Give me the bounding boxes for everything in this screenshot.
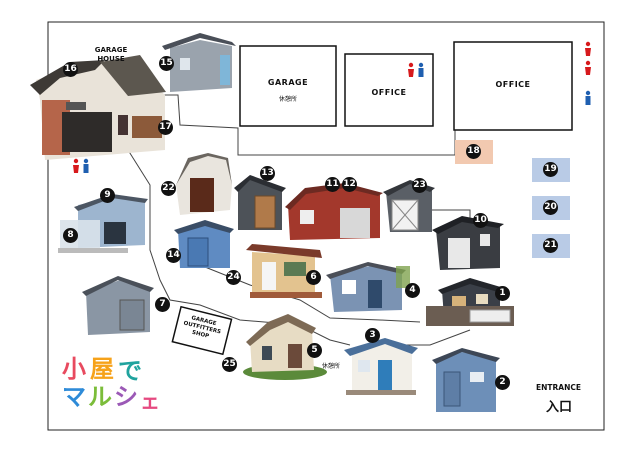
- garage-building[interactable]: [239, 45, 337, 127]
- marker-22[interactable]: 22: [161, 181, 176, 196]
- garage-title: GARAGE: [267, 78, 309, 87]
- restroom-icon-female-2: [585, 60, 591, 75]
- marker-3[interactable]: 3: [365, 328, 380, 343]
- marker-4[interactable]: 4: [405, 283, 420, 298]
- marker-5[interactable]: 5: [307, 343, 322, 358]
- marker-2[interactable]: 2: [495, 375, 510, 390]
- garage-subtitle: 休憩所: [278, 96, 297, 103]
- map-border: [47, 21, 605, 431]
- logo-char: ル: [88, 383, 112, 411]
- logo-char: マ: [62, 383, 86, 411]
- cottage-5-25[interactable]: [243, 314, 327, 380]
- marker-10[interactable]: 10: [473, 213, 488, 228]
- marker-11[interactable]: 11: [325, 177, 340, 192]
- office-large-title: OFFICE: [495, 80, 531, 89]
- office-small-building[interactable]: [344, 53, 434, 127]
- marker-18[interactable]: 18: [466, 144, 481, 159]
- shed-3[interactable]: [344, 338, 418, 395]
- restroom-icon-female-1: [585, 41, 591, 56]
- restroom-icon-office-small: [408, 62, 424, 77]
- marker-8[interactable]: 8: [63, 228, 78, 243]
- marker-9[interactable]: 9: [100, 188, 115, 203]
- shed-2[interactable]: [432, 348, 500, 412]
- shed-1[interactable]: [426, 278, 514, 326]
- pad-21-label-box: 21: [532, 234, 570, 258]
- marker-7[interactable]: 7: [155, 297, 170, 312]
- shed-15[interactable]: [162, 33, 236, 92]
- shed-4[interactable]: [326, 262, 410, 312]
- garage-house-title: GARAGE HOUSE: [94, 46, 128, 63]
- shed-14[interactable]: [174, 220, 234, 268]
- marker-14[interactable]: 14: [166, 248, 181, 263]
- logo-char: で: [118, 357, 142, 385]
- office-small-title: OFFICE: [371, 88, 407, 97]
- logo-char: 屋: [90, 355, 114, 383]
- shed-10[interactable]: [432, 216, 504, 270]
- pad-18-label-box: 18: [455, 140, 493, 164]
- shed-13[interactable]: [234, 175, 286, 230]
- marker-25[interactable]: 25: [222, 357, 237, 372]
- logo-char: ェ: [140, 389, 160, 413]
- shed-6[interactable]: [246, 244, 322, 298]
- marker-17[interactable]: 17: [158, 120, 173, 135]
- shed-7[interactable]: [82, 276, 154, 335]
- marker-20[interactable]: 20: [543, 200, 558, 215]
- marker-12[interactable]: 12: [342, 177, 357, 192]
- marker-24[interactable]: 24: [226, 270, 241, 285]
- pad-20-label-box: 20: [532, 196, 570, 220]
- shed-22[interactable]: [176, 153, 232, 215]
- entrance-label-jp: 入口: [546, 400, 573, 415]
- marker-15[interactable]: 15: [159, 56, 174, 71]
- logo-char: シ: [114, 383, 138, 411]
- marker-6[interactable]: 6: [306, 270, 321, 285]
- pad-19-label-box: 19: [532, 158, 570, 182]
- shed-23[interactable]: [383, 180, 435, 232]
- rest-area-label: 休憩所: [322, 363, 341, 370]
- shed-8-9[interactable]: [58, 194, 148, 253]
- marker-1[interactable]: 1: [495, 286, 510, 301]
- garage-house-16[interactable]: [30, 55, 166, 160]
- marker-19[interactable]: 19: [543, 162, 558, 177]
- logo: 小 屋 で マ ル シ ェ: [62, 356, 172, 416]
- garage-outfitters-shop[interactable]: [171, 305, 233, 356]
- marker-16[interactable]: 16: [63, 62, 78, 77]
- marker-23[interactable]: 23: [412, 178, 427, 193]
- entrance-label-en: ENTRANCE: [536, 383, 581, 392]
- marker-21[interactable]: 21: [543, 238, 558, 253]
- restroom-icon-garage-house: [73, 158, 89, 173]
- restroom-icon-male: [585, 90, 591, 105]
- marker-13[interactable]: 13: [260, 166, 275, 181]
- office-large-building[interactable]: [453, 41, 573, 131]
- shed-11-12[interactable]: [285, 183, 383, 240]
- logo-char: 小: [62, 355, 86, 383]
